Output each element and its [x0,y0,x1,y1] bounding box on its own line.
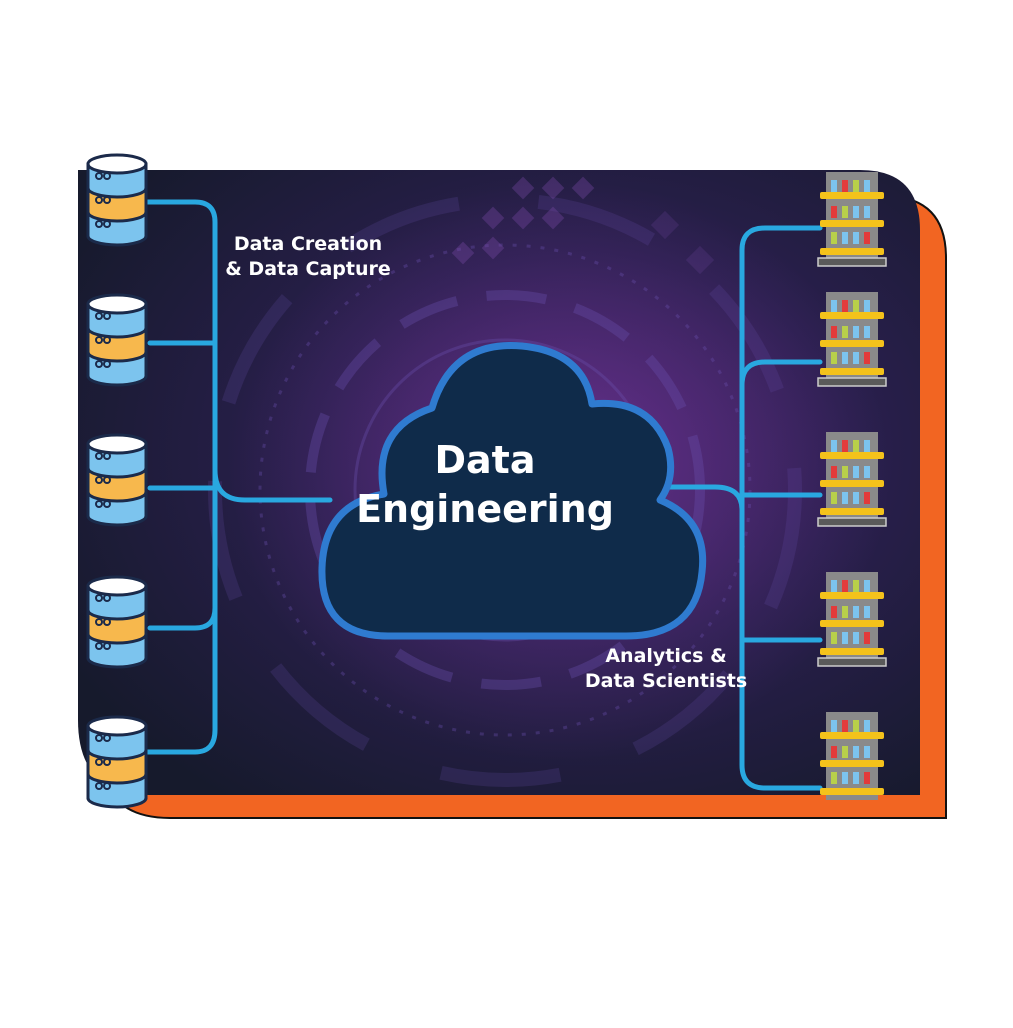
diagram-title: Data Engineering [345,436,625,535]
source-label-line1: Data Creation [233,233,383,255]
database-icon [86,433,148,527]
cloud-icon [318,342,707,640]
server-icon [817,432,887,527]
consumer-label-line2: Data Scientists [584,669,748,692]
title-line1: Data [434,438,536,482]
source-label-line2: & Data Capture [225,257,391,280]
source-label: Data Creation & Data Capture [220,232,396,281]
left-connectors [127,199,333,755]
consumer-label: Analytics & Data Scientists [578,644,754,693]
title-line2: Engineering [356,487,614,532]
consumer-label-line1: Analytics & [605,645,727,667]
database-group [86,153,148,809]
database-icon [86,293,148,387]
server-icon [817,572,887,667]
server-icon [817,172,887,267]
database-icon [86,715,148,809]
server-icon [817,292,887,387]
right-connectors [637,225,823,791]
server-group [817,172,887,800]
database-icon [86,575,148,669]
database-icon [86,153,148,247]
server-icon [820,712,884,800]
